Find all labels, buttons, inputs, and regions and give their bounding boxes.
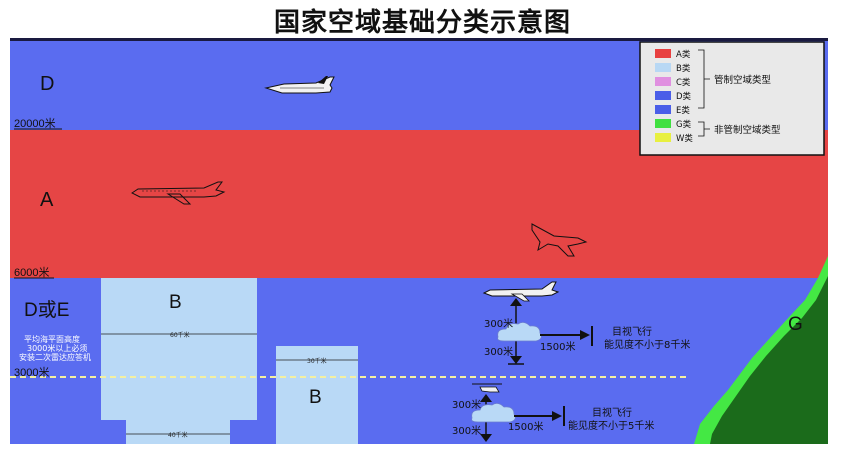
airspace-diagram: D A D或E 20000米 6000米 B 60千米 40千米 30千米 B … — [10, 38, 828, 444]
vfr-upper-dist: 1500米 — [540, 340, 575, 353]
legend-label-2: C类 — [676, 77, 691, 88]
page-title: 国家空域基础分类示意图 — [273, 8, 571, 38]
vfr-lower-arrowhead — [552, 411, 562, 421]
b-right-width-30: 30千米 — [307, 357, 327, 365]
cloud-lower-icon — [471, 403, 516, 423]
legend-label-4: E类 — [676, 105, 690, 116]
b-left-width-60: 60千米 — [170, 331, 190, 339]
legend-label-1: B类 — [676, 63, 691, 74]
legend-swatch-0 — [655, 49, 671, 58]
legend-swatch-2 — [655, 77, 671, 86]
legend-label-0: A类 — [676, 49, 691, 60]
legend-swatch-6 — [655, 133, 671, 142]
cloud-upper-icon — [497, 322, 542, 342]
legend-swatch-3 — [655, 91, 671, 100]
legend-label-5: G类 — [676, 119, 692, 130]
legend-swatch-5 — [655, 119, 671, 128]
legend-bracket-uncontrolled — [698, 121, 710, 137]
legend-swatch-1 — [655, 63, 671, 72]
vfr-lower-dist: 1500米 — [508, 420, 543, 433]
g-zone-terrain-dark — [710, 276, 828, 444]
zone-label-d: D — [40, 73, 54, 95]
vfr-upper-sep-bottom: 300米 — [484, 345, 513, 358]
space-shuttle-icon — [264, 76, 335, 94]
legend-controlled-label: 管制空域类型 — [714, 74, 772, 86]
legend-label-6: W类 — [676, 133, 693, 144]
airliner-upper-icon — [482, 281, 560, 302]
fighter-jet-icon — [531, 223, 588, 257]
vfr-upper-arrowhead — [580, 330, 590, 340]
vfr-lower-sep-bottom: 300米 — [452, 424, 481, 437]
vfr-upper-sep-top: 300米 — [484, 317, 513, 330]
zone-label-b-right: B — [309, 387, 322, 408]
transponder-note-line2: 3000米以上必须 — [27, 343, 87, 353]
altitude-3000: 3000米 — [14, 366, 49, 379]
b-airspace-right — [276, 346, 358, 444]
legend-bracket-controlled — [698, 49, 710, 109]
vfr-upper-label2: 能见度不小于8千米 — [604, 338, 690, 351]
vfr-lower-arrow-down — [480, 434, 492, 442]
vfr-lower-label2: 能见度不小于5千米 — [568, 419, 654, 432]
zone-label-g: G — [788, 314, 803, 335]
vfr-upper-arrow-down — [510, 356, 522, 364]
transponder-note-line1: 平均海平面高度 — [24, 334, 80, 344]
legend-label-3: D类 — [676, 91, 692, 102]
legend-uncontrolled-label: 非管制空域类型 — [714, 124, 781, 136]
b-left-width-40: 40千米 — [168, 431, 188, 439]
vfr-lower-label1: 目视飞行 — [592, 406, 632, 419]
legend-swatch-4 — [655, 105, 671, 114]
vfr-upper-label1: 目视飞行 — [612, 325, 652, 338]
vfr-upper-arrow-up — [510, 298, 522, 306]
zone-label-b-left: B — [169, 292, 182, 313]
top-border — [10, 38, 828, 41]
altitude-6000: 6000米 — [14, 266, 49, 279]
zone-label-d-or-e: D或E — [24, 299, 69, 321]
zone-label-a: A — [40, 189, 54, 211]
transponder-note-line3: 安装二次雷达应答机 — [19, 352, 91, 362]
altitude-20000: 20000米 — [14, 117, 56, 130]
airliner-icon — [131, 181, 226, 205]
vfr-lower-arrow-up — [480, 394, 492, 402]
legend: A类 B类 C类 D类 E类 G类 W类 管制空域类型 非管制空域类型 — [639, 41, 825, 156]
helicopter-icon — [472, 383, 502, 393]
vfr-lower-sep-top: 300米 — [452, 398, 481, 411]
b-airspace-left — [101, 278, 257, 444]
